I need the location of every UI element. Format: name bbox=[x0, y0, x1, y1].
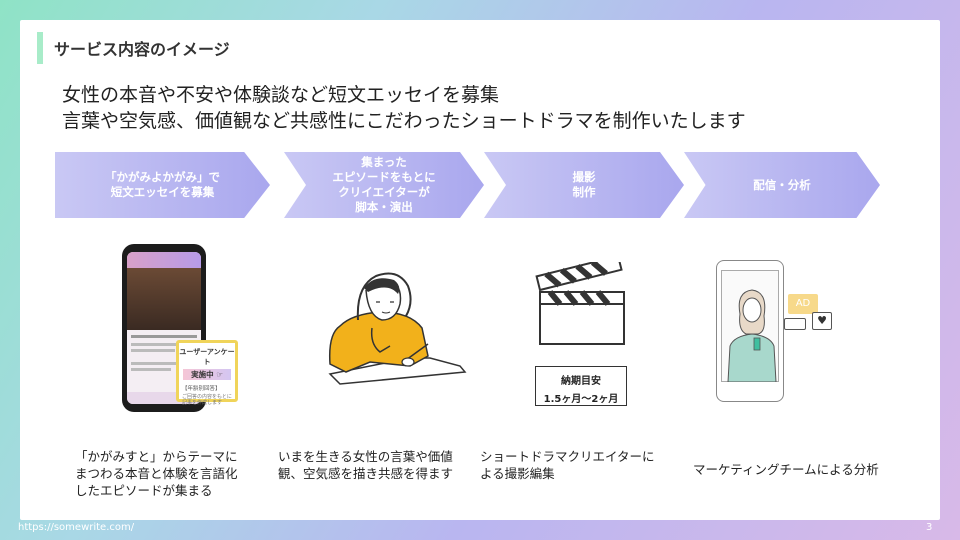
delivery-estimate-title: 納期目安 bbox=[536, 372, 626, 387]
footer-url[interactable]: https://somewrite.com/ bbox=[18, 522, 134, 533]
step-4-description-text: マーケティングチームによる分析 bbox=[693, 462, 879, 477]
heart-icon: ♥ bbox=[812, 312, 832, 330]
step-4-description: マーケティングチームによる分析 bbox=[693, 461, 879, 478]
ad-bubble: AD bbox=[788, 294, 818, 314]
delivery-estimate-card: 納期目安 1.5ヶ月〜2ヶ月 bbox=[535, 366, 627, 406]
step-4-label: 配信・分析 bbox=[753, 178, 811, 193]
woman-writing-drawing bbox=[310, 256, 470, 396]
clapperboard-drawing bbox=[532, 262, 632, 352]
step-2-description: いまを生きる女性の言葉や価値 観、空気感を描き共感を得ます bbox=[278, 448, 453, 482]
step-1-description-text: 「かがみすと」からテーマに まつわる本音と体験を言語化 したエピソードが集まる bbox=[75, 449, 238, 498]
title-accent-bar bbox=[37, 32, 43, 64]
lead-line-2: 言葉や空気感、価値観など共感性にこだわったショートドラマを制作いたします bbox=[62, 108, 746, 134]
step-1-description: 「かがみすと」からテーマに まつわる本音と体験を言語化 したエピソードが集まる bbox=[75, 448, 238, 499]
survey-card-note: ご回答の内容をもとに 記事を作成します bbox=[179, 394, 235, 406]
chat-bubble-icon bbox=[784, 318, 806, 330]
lead-line-1: 女性の本音や不安や体験談など短文エッセイを募集 bbox=[62, 82, 746, 108]
step-4-chevron: 配信・分析 bbox=[684, 152, 880, 218]
step-2-label: 集まった エピソードをもとに クリイエイターが 脚本・演出 bbox=[332, 155, 435, 215]
slide-title: サービス内容のイメージ bbox=[54, 36, 230, 60]
page-number: 3 bbox=[926, 522, 932, 533]
step-3-description-text: ショートドラマクリエイターに よる撮影編集 bbox=[480, 449, 655, 481]
woman-writing-illustration bbox=[310, 256, 470, 396]
step-2-chevron: 集まった エピソードをもとに クリイエイターが 脚本・演出 bbox=[284, 152, 484, 218]
woman-in-phone-drawing bbox=[724, 282, 780, 382]
step-1-label: 「かがみよかがみ」で 短文エッセイを募集 bbox=[105, 170, 220, 200]
smartphone-ad-illustration: AD ♥ bbox=[716, 258, 840, 404]
step-1-chevron: 「かがみよかがみ」で 短文エッセイを募集 bbox=[55, 152, 270, 218]
step-3-chevron: 撮影 制作 bbox=[484, 152, 684, 218]
phone-mockup-illustration: ユーザーアンケート 実施中 ☞ 【年齢別回答】 ご回答の内容をもとに 記事を作成… bbox=[118, 244, 240, 414]
survey-card-title: ユーザーアンケート bbox=[179, 347, 235, 367]
step-3-label: 撮影 制作 bbox=[573, 170, 596, 200]
clapperboard-illustration: 納期目安 1.5ヶ月〜2ヶ月 bbox=[532, 262, 632, 407]
step-2-description-text: いまを生きる女性の言葉や価値 観、空気感を描き共感を得ます bbox=[278, 449, 453, 481]
lead-text: 女性の本音や不安や体験談など短文エッセイを募集 言葉や空気感、価値観など共感性に… bbox=[62, 82, 746, 134]
survey-card-subtitle: 実施中 ☞ bbox=[183, 369, 231, 380]
step-3-description: ショートドラマクリエイターに よる撮影編集 bbox=[480, 448, 655, 482]
survey-card-tag: 【年齢別回答】 bbox=[179, 384, 235, 392]
delivery-estimate-value: 1.5ヶ月〜2ヶ月 bbox=[536, 390, 626, 405]
survey-card: ユーザーアンケート 実施中 ☞ 【年齢別回答】 ご回答の内容をもとに 記事を作成… bbox=[176, 340, 238, 402]
